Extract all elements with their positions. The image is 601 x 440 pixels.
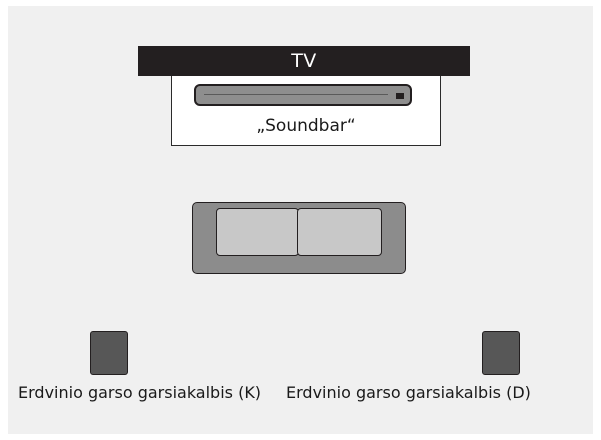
soundbar-icon: [194, 84, 412, 106]
rear-speaker-left-label: Erdvinio garso garsiakalbis (K): [18, 383, 262, 402]
tv-label: TV: [138, 46, 470, 76]
sofa-cushion-right: [297, 208, 382, 256]
rear-speaker-right-label: Erdvinio garso garsiakalbis (D): [286, 383, 531, 402]
rear-speaker-left-icon: [90, 331, 128, 375]
placement-diagram: TV „Soundbar“ Erdvinio garso garsiakalbi…: [8, 6, 593, 434]
soundbar-grille-line: [204, 94, 388, 95]
rear-speaker-right-icon: [482, 331, 520, 375]
soundbar-label: „Soundbar“: [256, 116, 356, 136]
sofa-icon: [192, 202, 406, 274]
sofa-cushion-left: [216, 208, 299, 256]
soundbar-indicator: [396, 93, 404, 99]
